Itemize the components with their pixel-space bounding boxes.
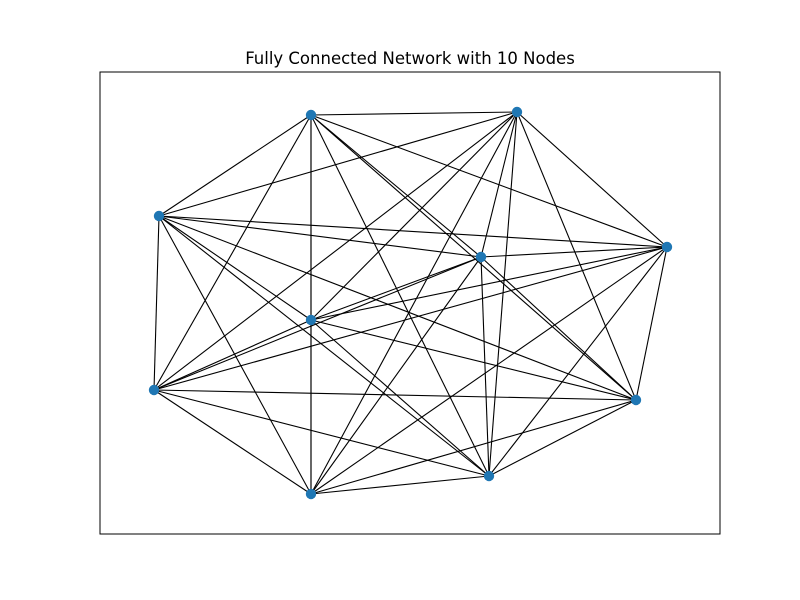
edge-1-9 <box>488 111 518 477</box>
node-0 <box>305 109 317 121</box>
figure-title: Fully Connected Network with 10 Nodes <box>245 49 575 68</box>
edge-4-7 <box>635 246 668 401</box>
node-7 <box>630 394 642 406</box>
edge-2-9 <box>158 215 490 477</box>
edge-2-4 <box>158 215 668 248</box>
edge-3-6 <box>153 256 482 391</box>
edge-3-7 <box>480 256 637 401</box>
edges-layer <box>153 111 668 495</box>
plot-frame <box>99 71 721 535</box>
edge-2-8 <box>158 215 312 495</box>
edge-4-5 <box>310 246 668 321</box>
node-3 <box>475 251 487 263</box>
node-6 <box>148 384 160 396</box>
node-1 <box>511 106 523 118</box>
edge-0-4 <box>310 114 668 248</box>
node-9 <box>483 470 495 482</box>
edge-2-3 <box>158 215 482 258</box>
edge-8-9 <box>310 475 490 495</box>
node-5 <box>305 314 317 326</box>
edge-1-7 <box>516 111 637 401</box>
edge-0-1 <box>310 111 518 116</box>
edge-4-6 <box>153 246 668 391</box>
edge-7-9 <box>488 399 637 477</box>
edge-1-5 <box>310 111 518 321</box>
edge-1-6 <box>153 111 518 391</box>
edge-1-8 <box>310 111 518 495</box>
edge-0-6 <box>153 114 312 391</box>
nodes-layer <box>148 106 673 500</box>
edge-5-6 <box>153 319 312 391</box>
edge-6-8 <box>153 389 312 495</box>
edge-5-9 <box>310 319 490 477</box>
edge-4-9 <box>488 246 668 477</box>
edge-1-3 <box>480 111 518 258</box>
edge-3-8 <box>310 256 482 495</box>
edge-2-6 <box>153 215 160 391</box>
edge-7-8 <box>310 399 637 495</box>
edge-6-7 <box>153 389 637 401</box>
node-2 <box>153 210 165 222</box>
node-8 <box>305 488 317 500</box>
edge-4-8 <box>310 246 668 495</box>
edge-5-7 <box>310 319 637 401</box>
edge-3-5 <box>310 256 482 321</box>
edge-2-7 <box>158 215 637 401</box>
edge-6-9 <box>153 389 490 477</box>
edge-3-9 <box>480 256 490 477</box>
edge-3-4 <box>480 246 668 258</box>
edge-1-4 <box>516 111 668 248</box>
node-4 <box>661 241 673 253</box>
edge-0-9 <box>310 114 490 477</box>
edge-0-7 <box>310 114 637 401</box>
edge-0-2 <box>158 114 312 217</box>
edge-1-2 <box>158 111 518 217</box>
edge-2-5 <box>158 215 312 321</box>
edge-0-3 <box>310 114 482 258</box>
